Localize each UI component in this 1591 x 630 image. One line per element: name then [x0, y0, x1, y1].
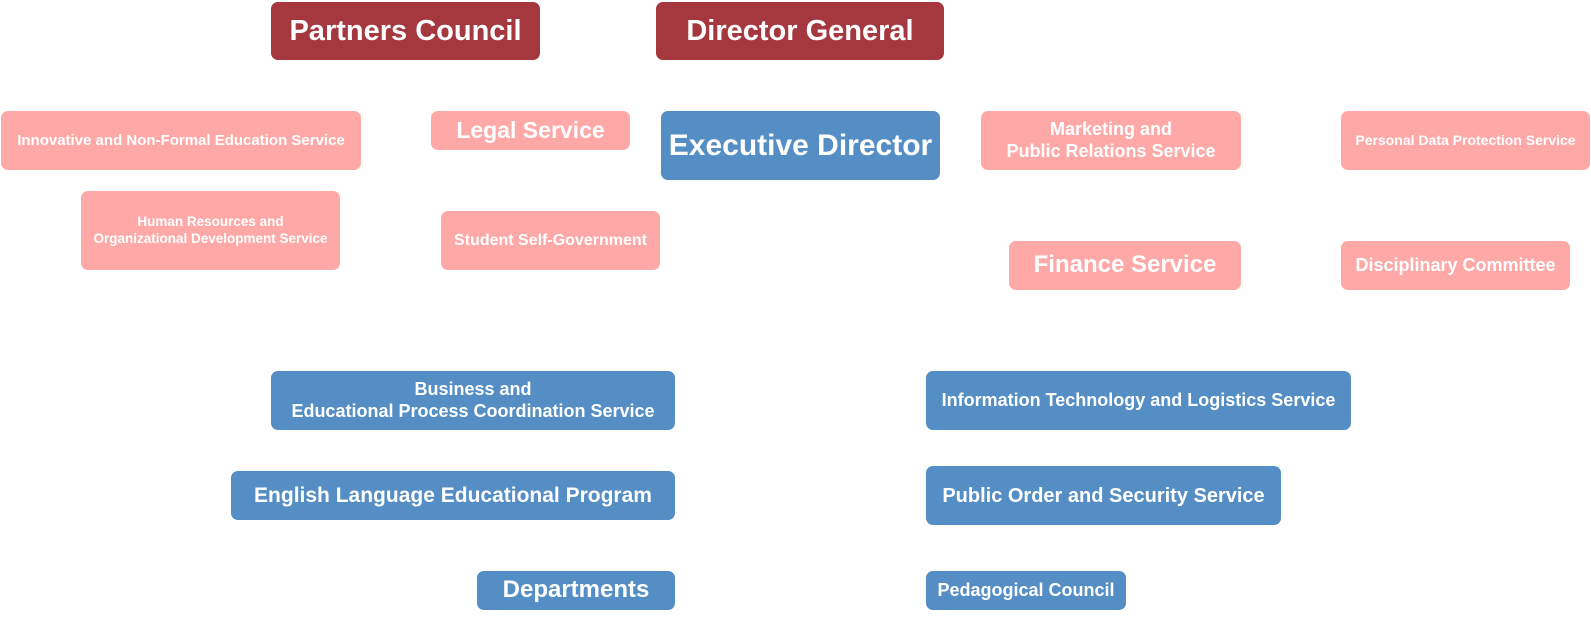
executive-director-label: Executive Director [668, 128, 933, 162]
marketing-pr-node: Marketing and Public Relations Service [981, 111, 1241, 170]
legal-service-node: Legal Service [431, 111, 630, 150]
innovative-education-label: Innovative and Non-Formal Education Serv… [17, 131, 345, 149]
it-logistics-label: Information Technology and Logistics Ser… [941, 389, 1336, 410]
marketing-pr-label-line1: Marketing and [1049, 118, 1173, 139]
student-self-government-node: Student Self-Government [441, 211, 660, 270]
business-coordination-label-line2: Educational Process Coordination Service [291, 400, 655, 421]
departments-label: Departments [502, 576, 650, 604]
pedagogical-council-node: Pedagogical Council [926, 571, 1126, 610]
business-coordination-node: Business and Educational Process Coordin… [271, 371, 675, 430]
english-program-label: English Language Educational Program [254, 483, 652, 507]
innovative-education-node: Innovative and Non-Formal Education Serv… [1, 111, 361, 170]
pedagogical-council-label: Pedagogical Council [937, 579, 1115, 600]
personal-data-label: Personal Data Protection Service [1355, 132, 1576, 149]
partners-council-node: Partners Council [271, 2, 540, 60]
marketing-pr-label-line2: Public Relations Service [1006, 140, 1216, 161]
public-order-node: Public Order and Security Service [926, 466, 1281, 525]
partners-council-label: Partners Council [289, 14, 522, 47]
business-coordination-label-line1: Business and [414, 378, 532, 399]
legal-service-label: Legal Service [456, 116, 605, 143]
director-general-label: Director General [686, 14, 914, 47]
student-self-government-label: Student Self-Government [454, 231, 647, 249]
executive-director-node: Executive Director [661, 111, 940, 180]
disciplinary-committee-label: Disciplinary Committee [1355, 254, 1556, 275]
human-resources-node: Human Resources and Organizational Devel… [81, 191, 340, 270]
director-general-node: Director General [656, 2, 944, 60]
finance-service-node: Finance Service [1009, 241, 1241, 290]
english-program-node: English Language Educational Program [231, 471, 675, 520]
it-logistics-node: Information Technology and Logistics Ser… [926, 371, 1351, 430]
human-resources-label-line2: Organizational Development Service [93, 230, 328, 246]
finance-service-label: Finance Service [1033, 251, 1217, 279]
human-resources-label-line1: Human Resources and [137, 214, 284, 230]
public-order-label: Public Order and Security Service [942, 484, 1265, 507]
personal-data-node: Personal Data Protection Service [1341, 111, 1590, 170]
departments-node: Departments [477, 571, 675, 610]
disciplinary-committee-node: Disciplinary Committee [1341, 241, 1570, 290]
